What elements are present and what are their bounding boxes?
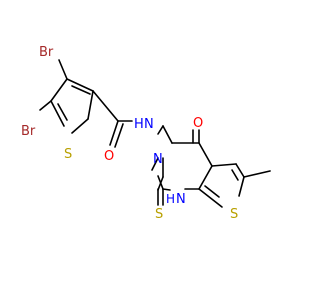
bond	[198, 188, 223, 208]
bond	[71, 118, 89, 134]
atom-n-ring: N	[153, 152, 163, 167]
bond	[66, 78, 94, 92]
bond	[162, 125, 173, 144]
bond	[157, 176, 164, 191]
bond	[157, 125, 164, 135]
bond	[238, 176, 245, 197]
atom-o-ring: O	[193, 116, 203, 131]
atom-s-thieno: S	[230, 207, 238, 222]
bond	[114, 123, 124, 148]
bond	[198, 165, 213, 190]
atom-h-ring: H	[166, 192, 175, 206]
atom-br-upper: Br	[39, 45, 54, 60]
bond	[211, 163, 237, 167]
bond	[204, 185, 220, 198]
molecule-canvas: Br Br S O H N N O S H N S	[21, 45, 271, 222]
structure-diagram: Br Br S O H N N O S H N S	[21, 45, 271, 222]
atom-s-thiophene: S	[64, 147, 72, 162]
bond	[162, 188, 171, 191]
atom-br-lower: Br	[21, 124, 36, 139]
bond	[151, 157, 159, 171]
atom-n-amide: N	[144, 117, 154, 132]
atom-n-ring-h: N	[176, 192, 186, 207]
bond	[243, 170, 271, 178]
bond	[87, 90, 94, 120]
bond	[39, 100, 52, 111]
atom-s-thione: S	[155, 207, 163, 222]
bonds	[39, 59, 271, 208]
bond	[58, 59, 68, 80]
bond	[71, 85, 91, 95]
bond	[198, 142, 213, 167]
atom-o-amide: O	[104, 149, 114, 164]
bond	[231, 169, 239, 181]
atom-h-amide: H	[134, 117, 144, 132]
bond	[50, 78, 68, 102]
bond	[92, 90, 119, 122]
bond	[235, 163, 245, 178]
bond	[50, 100, 65, 127]
bond	[109, 120, 119, 146]
bond	[57, 103, 68, 121]
